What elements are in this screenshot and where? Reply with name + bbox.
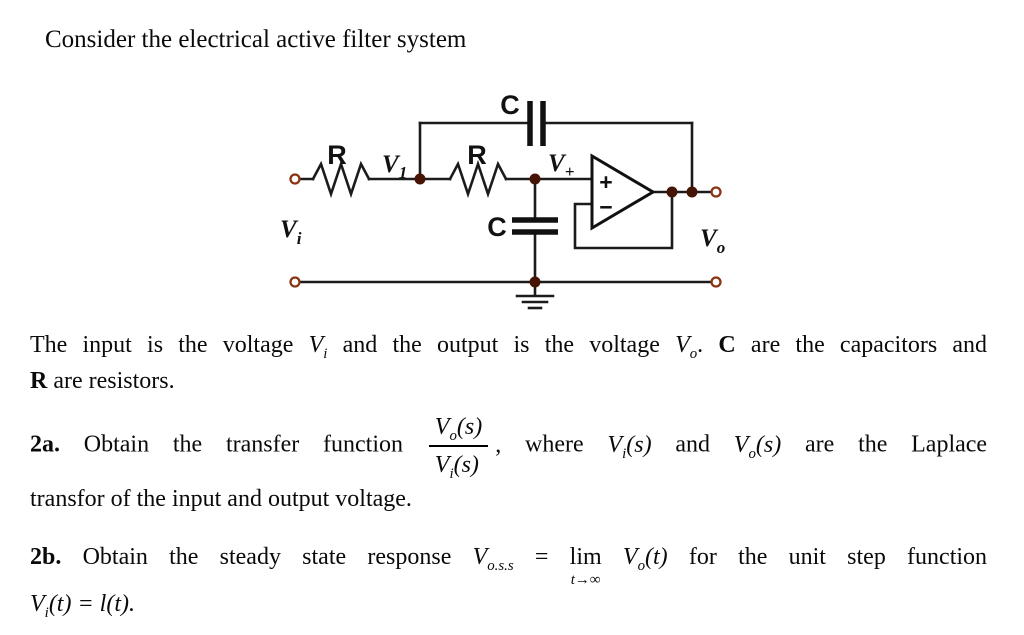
input-voltage-label: Vi (280, 216, 302, 248)
problem-2a-text: where (525, 431, 584, 458)
resistor-r2-label: R (467, 140, 487, 170)
terminal-output-bottom (710, 276, 722, 288)
math-vi: Vi (308, 332, 328, 362)
problem-2b-line2: Vi(t) = l(t). (30, 587, 987, 621)
problem-2a-text: Obtain the transfer function (83, 431, 403, 458)
resistor-r2 (448, 159, 508, 199)
math-voss: Vo.s.s (472, 544, 514, 574)
node-vplus (529, 173, 541, 185)
junction-nodes (414, 173, 698, 288)
page-title: Consider the electrical active filter sy… (45, 26, 467, 53)
node-output-b (686, 186, 698, 198)
description-text: are resistors. (53, 368, 175, 394)
opamp-minus-label: − (599, 194, 612, 220)
description-line1: The input is the voltage Vi and the outp… (30, 328, 987, 362)
capacitor-plates (512, 101, 558, 235)
problem-2a-line1: 2a. Obtain the transfer function Vo(s) Vi… (30, 412, 988, 482)
problem-2b: 2b. Obtain the steady state response Vo.… (30, 540, 987, 621)
math-vo: Vo (675, 332, 698, 362)
ground-symbol (515, 294, 555, 310)
capacitor-mid-label: C (487, 212, 507, 242)
period: . (697, 332, 704, 358)
node-vplus-label: V+ (548, 150, 574, 181)
transfer-function-fraction: Vo(s) Vi(s) (428, 412, 489, 482)
fraction-numerator: Vo(s) (428, 412, 489, 447)
terminals (289, 173, 722, 288)
problem-2a-line2: transfor of the input and output voltage… (30, 482, 987, 516)
description-text: are the capacitors and (750, 332, 988, 358)
math-vis: Vi(s) (607, 431, 652, 462)
capacitor-top-label: C (500, 90, 520, 120)
lim-word: lim (569, 544, 602, 570)
resistor-r1 (311, 159, 371, 199)
math-vos: Vo(s) (733, 431, 782, 462)
problem-2a: 2a. Obtain the transfer function Vo(s) Vi… (30, 412, 987, 516)
output-voltage-label: Vo (700, 225, 725, 257)
problem-2a-text: transfor of the input and output voltage… (30, 486, 412, 512)
problem-2a-number: 2a. (30, 431, 60, 458)
problem-2a-text: and (675, 431, 710, 458)
terminal-input-bottom (289, 276, 301, 288)
node-output-a (666, 186, 678, 198)
opamp-feedback-wire (573, 190, 674, 250)
problem-2b-number: 2b. (30, 544, 62, 570)
resistor-r1-label: R (327, 140, 347, 170)
opamp-triangle (590, 153, 656, 231)
resistor-symbol-bold: R (30, 368, 48, 394)
node-ground (529, 276, 541, 288)
node-v1 (414, 173, 426, 185)
description-text: The input is the voltage (30, 332, 294, 358)
comma: , (495, 431, 502, 458)
opamp-plus-label: + (599, 169, 612, 195)
problem-2b-text: for the unit step function (688, 544, 988, 570)
terminal-output-top (710, 186, 722, 198)
description-line2: R are resistors. (30, 364, 987, 398)
problem-2b-text: Obtain the steady state response (82, 544, 452, 570)
description-text: and the output is the voltage (342, 332, 660, 358)
lim-subscript: t→∞ (570, 571, 601, 588)
node-v1-label: V1 (382, 151, 407, 182)
terminal-input-top (289, 173, 301, 185)
circuit-wires (297, 121, 714, 296)
capacitor-symbol-bold: C (718, 332, 736, 358)
description-paragraph: The input is the voltage Vi and the outp… (30, 328, 987, 398)
problem-2b-line1: 2b. Obtain the steady state response Vo.… (30, 540, 988, 587)
equals-sign: = (534, 544, 549, 570)
problem-2a-text: are the Laplace (805, 431, 988, 458)
math-vot: Vo(t) (622, 544, 668, 574)
math-vit-equation: Vi(t) = l(t). (30, 591, 135, 621)
circuit-diagram: + − R R C C V1 V+ Vi Vo (280, 90, 725, 310)
fraction-denominator: Vi(s) (434, 452, 479, 482)
